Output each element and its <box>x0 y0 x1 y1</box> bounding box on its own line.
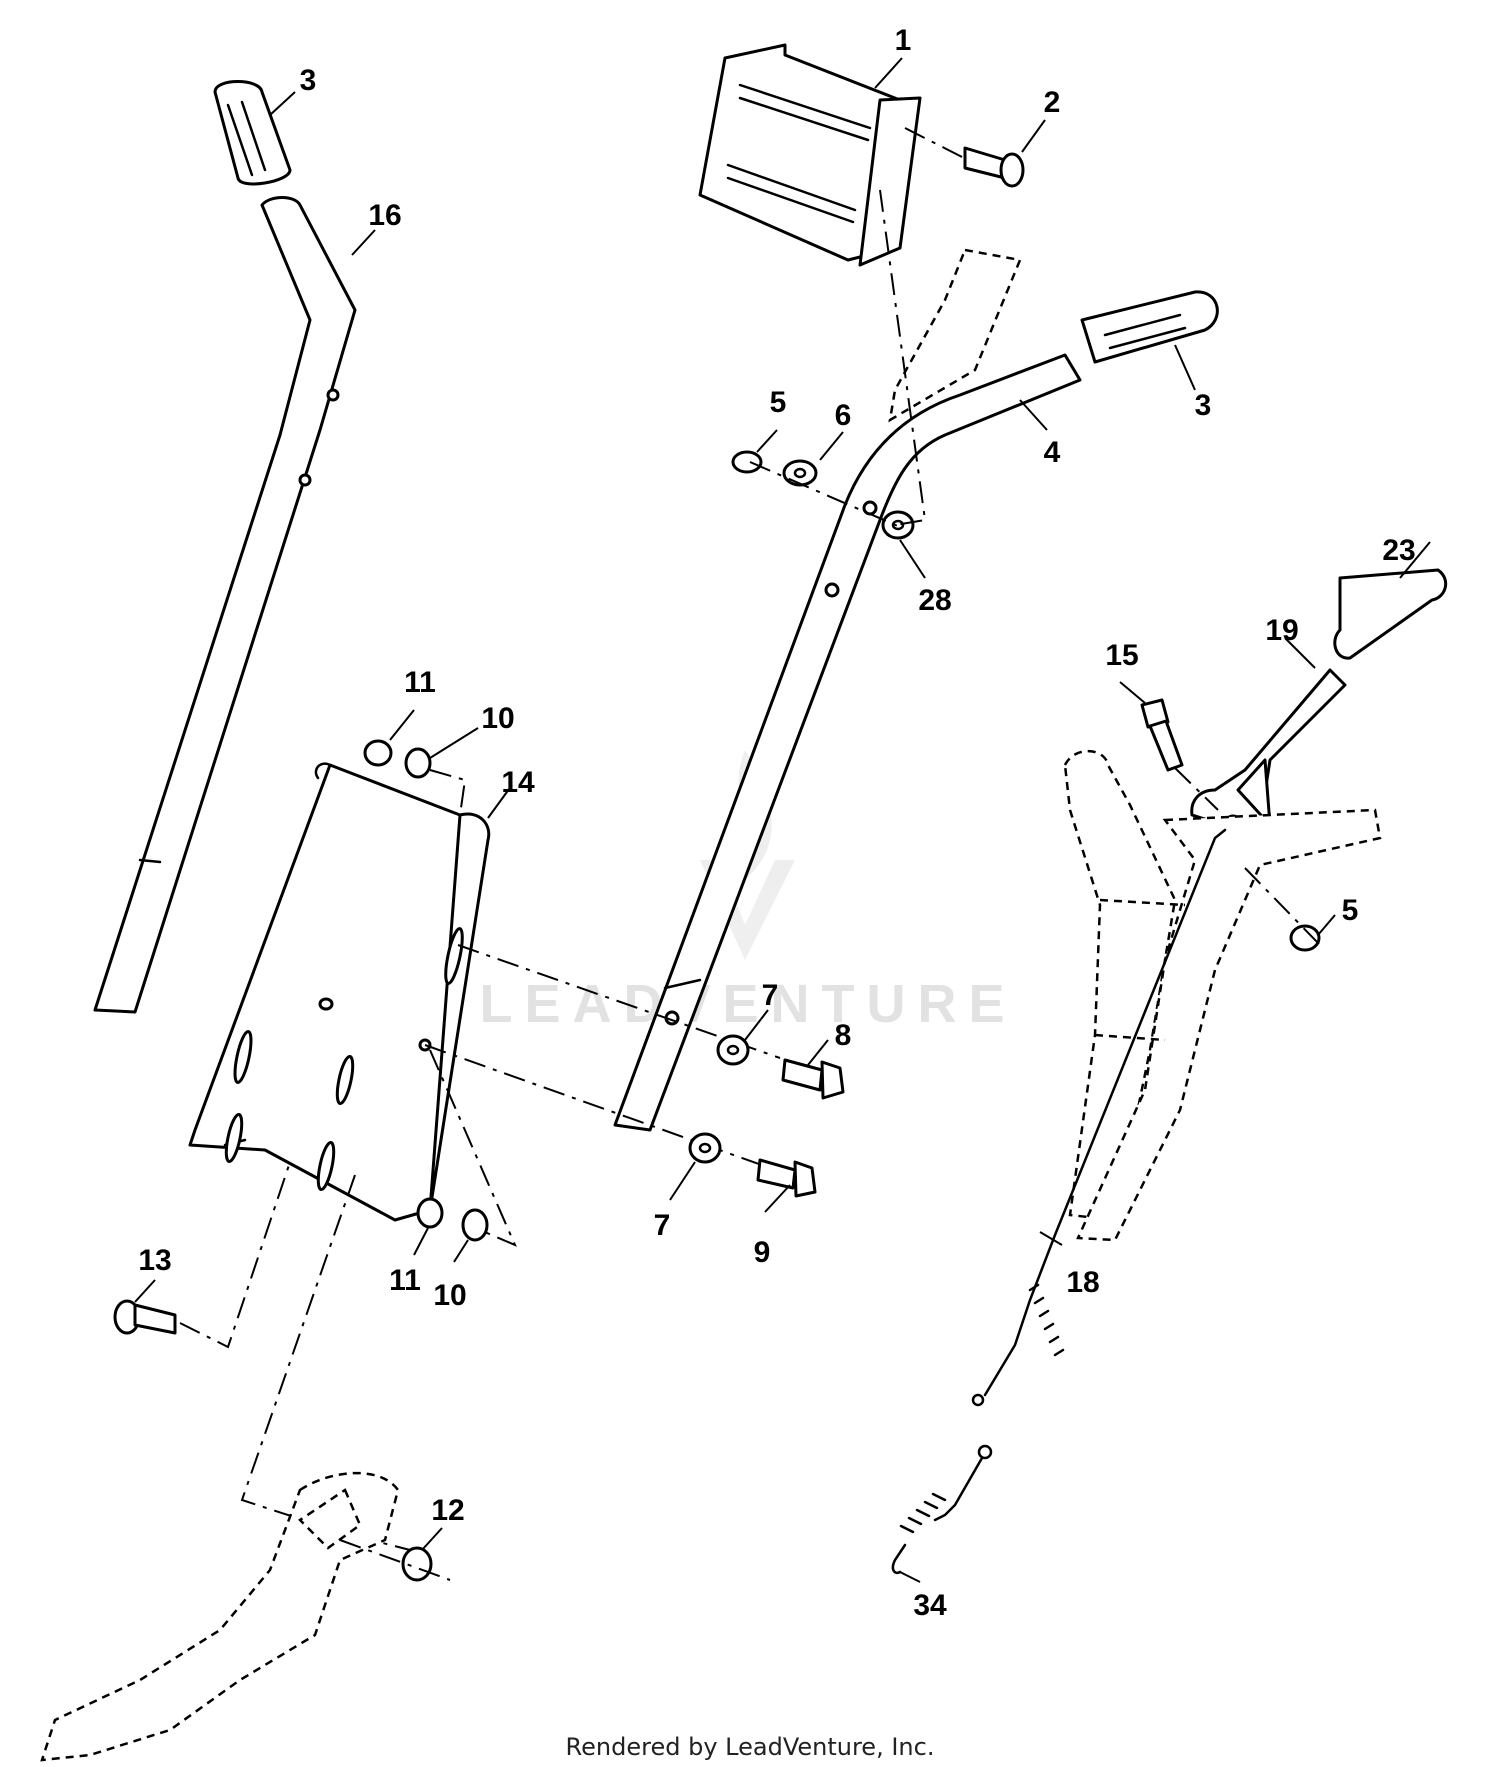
callout-11-bottom: 11 <box>389 1264 421 1297</box>
part-bolt-15[interactable] <box>1140 698 1184 772</box>
center-line-5b <box>1244 867 1321 946</box>
part-nut-12[interactable] <box>401 1546 433 1582</box>
callout-5-right: 5 <box>1342 894 1359 927</box>
part-lever-19[interactable] <box>1190 668 1347 832</box>
part-nut-5a[interactable] <box>731 450 763 474</box>
part-handle-left[interactable] <box>93 196 357 1014</box>
callout-18: 18 <box>1066 1266 1099 1299</box>
center-line-12 <box>339 1539 451 1581</box>
callout-11-top: 11 <box>404 666 436 699</box>
center-line-13 <box>179 1161 291 1349</box>
part-bolt-8[interactable] <box>781 1058 845 1100</box>
center-line-10-14 <box>429 769 467 816</box>
center-line-1-28 <box>879 189 927 526</box>
ghost-handle-assembly <box>1063 749 1382 1242</box>
callout-3-right: 3 <box>1195 389 1212 422</box>
part-washer-7a[interactable] <box>716 1034 750 1066</box>
callout-1: 1 <box>895 24 912 57</box>
part-nut-11b[interactable] <box>416 1197 444 1229</box>
part-washer-10a[interactable] <box>404 747 432 779</box>
ghost-lever-outline <box>888 248 1022 423</box>
footer-credit: Rendered by LeadVenture, Inc. <box>566 1733 935 1761</box>
callout-10-top: 10 <box>481 702 514 735</box>
callout-3-left: 3 <box>300 64 317 97</box>
part-cable-18[interactable] <box>971 828 1227 1407</box>
part-bolt-2[interactable] <box>963 146 1025 188</box>
part-nut-5b[interactable] <box>1289 924 1321 952</box>
part-washer-6[interactable] <box>782 459 818 487</box>
callout-12: 12 <box>431 1494 464 1527</box>
callout-4: 4 <box>1044 436 1061 469</box>
part-bolt-9[interactable] <box>756 1158 817 1198</box>
part-shield[interactable] <box>698 43 922 267</box>
callout-19: 19 <box>1265 614 1298 647</box>
center-line-5-6-28 <box>749 461 901 528</box>
callout-15: 15 <box>1105 639 1138 672</box>
callout-16: 16 <box>368 199 401 232</box>
center-line-bracket-10b <box>429 1049 517 1247</box>
part-nut-11a[interactable] <box>363 739 393 767</box>
center-line-1-2 <box>904 127 969 161</box>
part-bracket[interactable] <box>188 762 491 1222</box>
callout-7-top: 7 <box>762 979 779 1012</box>
callout-13: 13 <box>138 1244 171 1277</box>
ghost-tiller-frame <box>40 1471 400 1762</box>
watermark-text: LEADVENTURE <box>479 974 1016 1034</box>
part-grip-left[interactable] <box>213 80 292 186</box>
callout-14: 14 <box>501 766 535 799</box>
callout-23: 23 <box>1382 534 1415 567</box>
callout-8: 8 <box>835 1019 852 1052</box>
part-bolt-13[interactable] <box>113 1299 177 1335</box>
part-grip-23[interactable] <box>1333 568 1448 660</box>
callout-2: 2 <box>1044 86 1061 119</box>
part-washer-28[interactable] <box>881 510 915 540</box>
callout-9: 9 <box>754 1236 771 1269</box>
callout-34: 34 <box>913 1589 947 1622</box>
callout-7-bottom: 7 <box>654 1209 671 1242</box>
part-spring-34[interactable] <box>891 1444 993 1575</box>
callout-6: 6 <box>835 399 852 432</box>
part-handle-right[interactable] <box>613 353 1082 1132</box>
callout-28: 28 <box>918 584 951 617</box>
part-grip-right[interactable] <box>1080 290 1219 364</box>
callout-leaders <box>134 57 1431 1583</box>
center-line-15 <box>1174 767 1219 811</box>
part-washer-10b[interactable] <box>461 1208 489 1242</box>
callout-10-bottom: 10 <box>433 1279 466 1312</box>
part-washer-7b[interactable] <box>688 1132 722 1164</box>
callout-5-top: 5 <box>770 386 787 419</box>
